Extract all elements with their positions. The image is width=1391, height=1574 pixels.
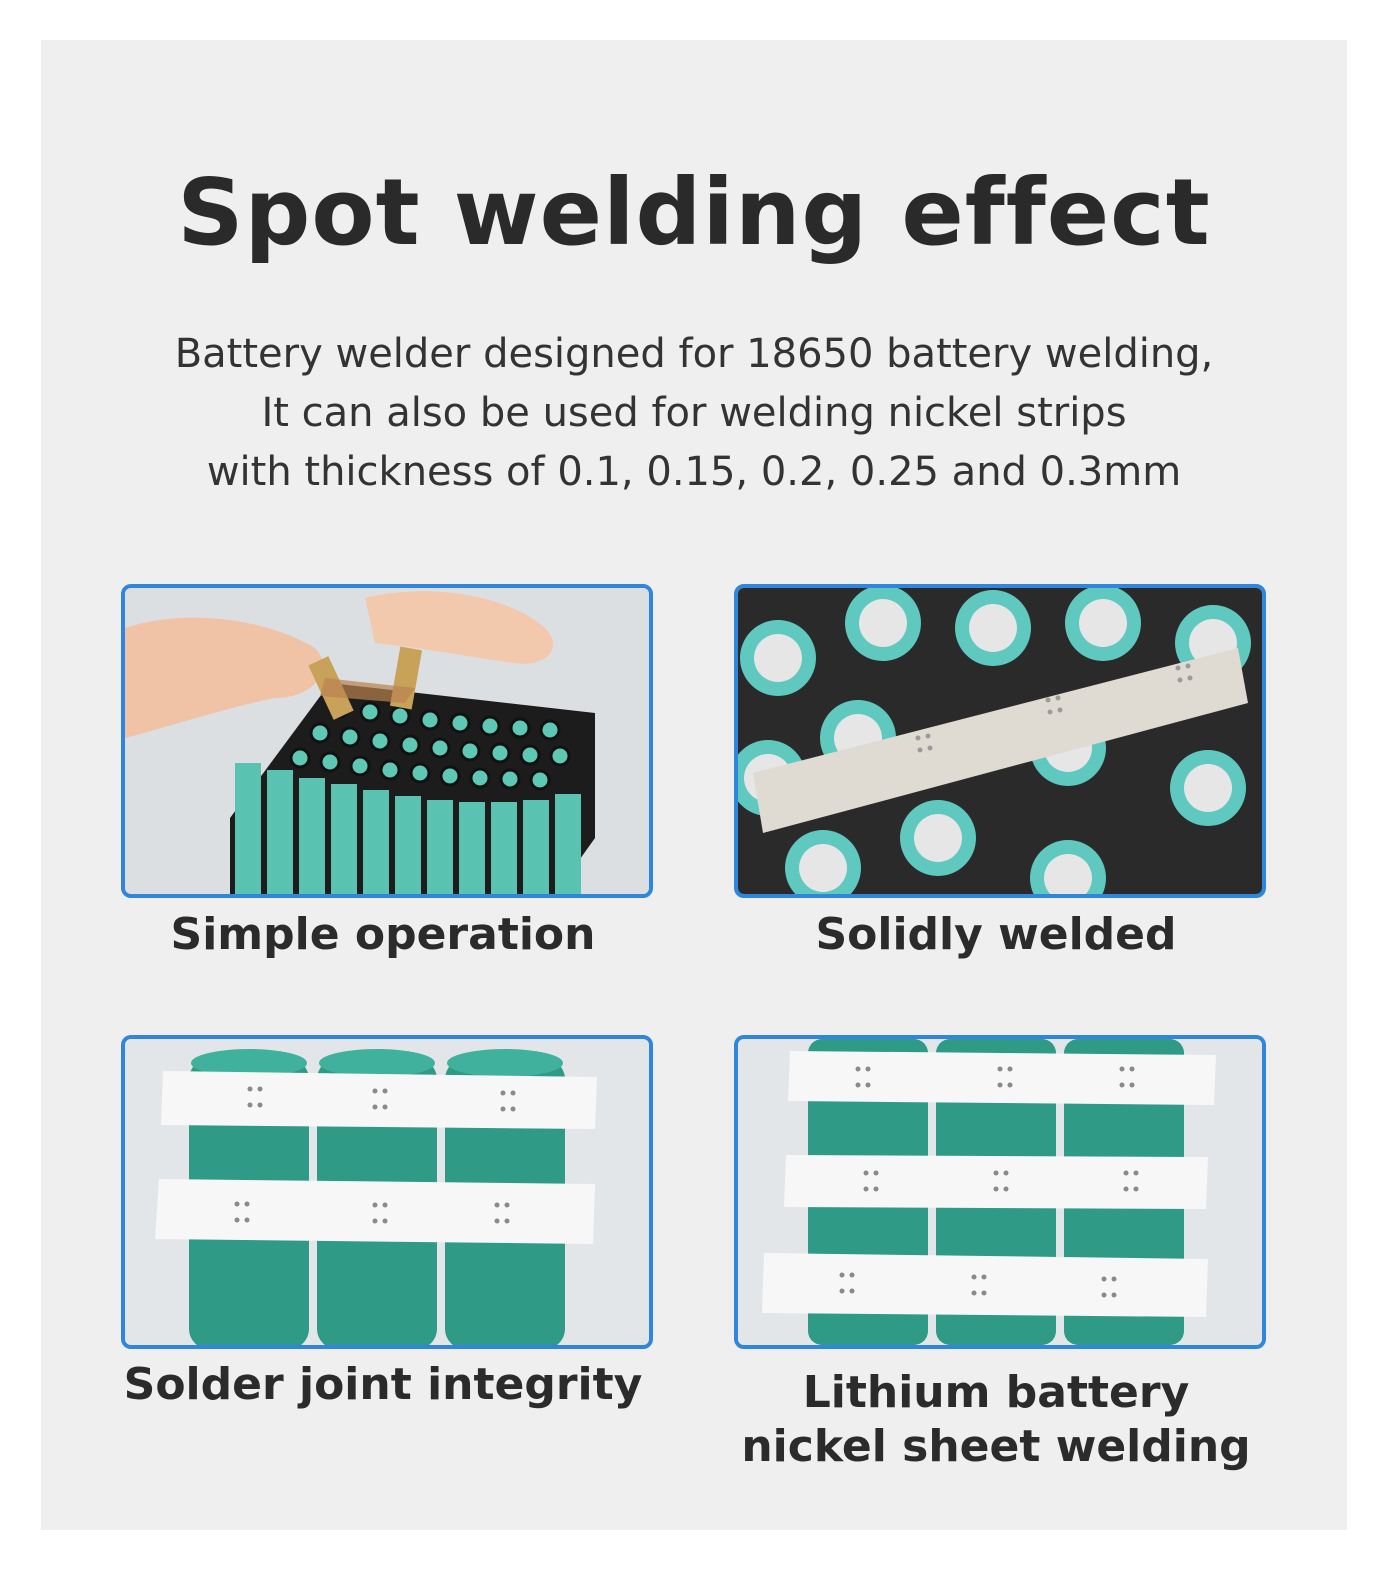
feature-caption-line-1: Lithium battery xyxy=(802,1367,1190,1418)
feature-caption-solder-joint-integrity: Solder joint integrity xyxy=(123,1359,643,1410)
subtitle-line-3: with thickness of 0.1, 0.15, 0.2, 0.25 a… xyxy=(206,449,1182,495)
feature-caption-simple-operation: Simple operation xyxy=(170,909,596,960)
feature-caption-nickel-sheet-welding: Lithium battery nickel sheet welding xyxy=(716,1366,1276,1474)
feature-image-solder-joint-integrity xyxy=(121,1035,653,1349)
subtitle-line-2: It can also be used for welding nickel s… xyxy=(261,390,1127,436)
feature-image-solidly-welded xyxy=(734,584,1266,898)
feature-caption-line-2: nickel sheet welding xyxy=(741,1421,1251,1472)
subtitle-line-1: Battery welder designed for 18650 batter… xyxy=(174,331,1214,377)
feature-caption-solidly-welded: Solidly welded xyxy=(815,909,1177,960)
page-title: Spot welding effect xyxy=(177,159,1211,266)
content-panel: Spot welding effect Battery welder desig… xyxy=(41,40,1347,1530)
feature-image-simple-operation xyxy=(121,584,653,898)
page-subtitle: Battery welder designed for 18650 batter… xyxy=(41,325,1347,502)
feature-image-nickel-sheet-welding xyxy=(734,1035,1266,1349)
